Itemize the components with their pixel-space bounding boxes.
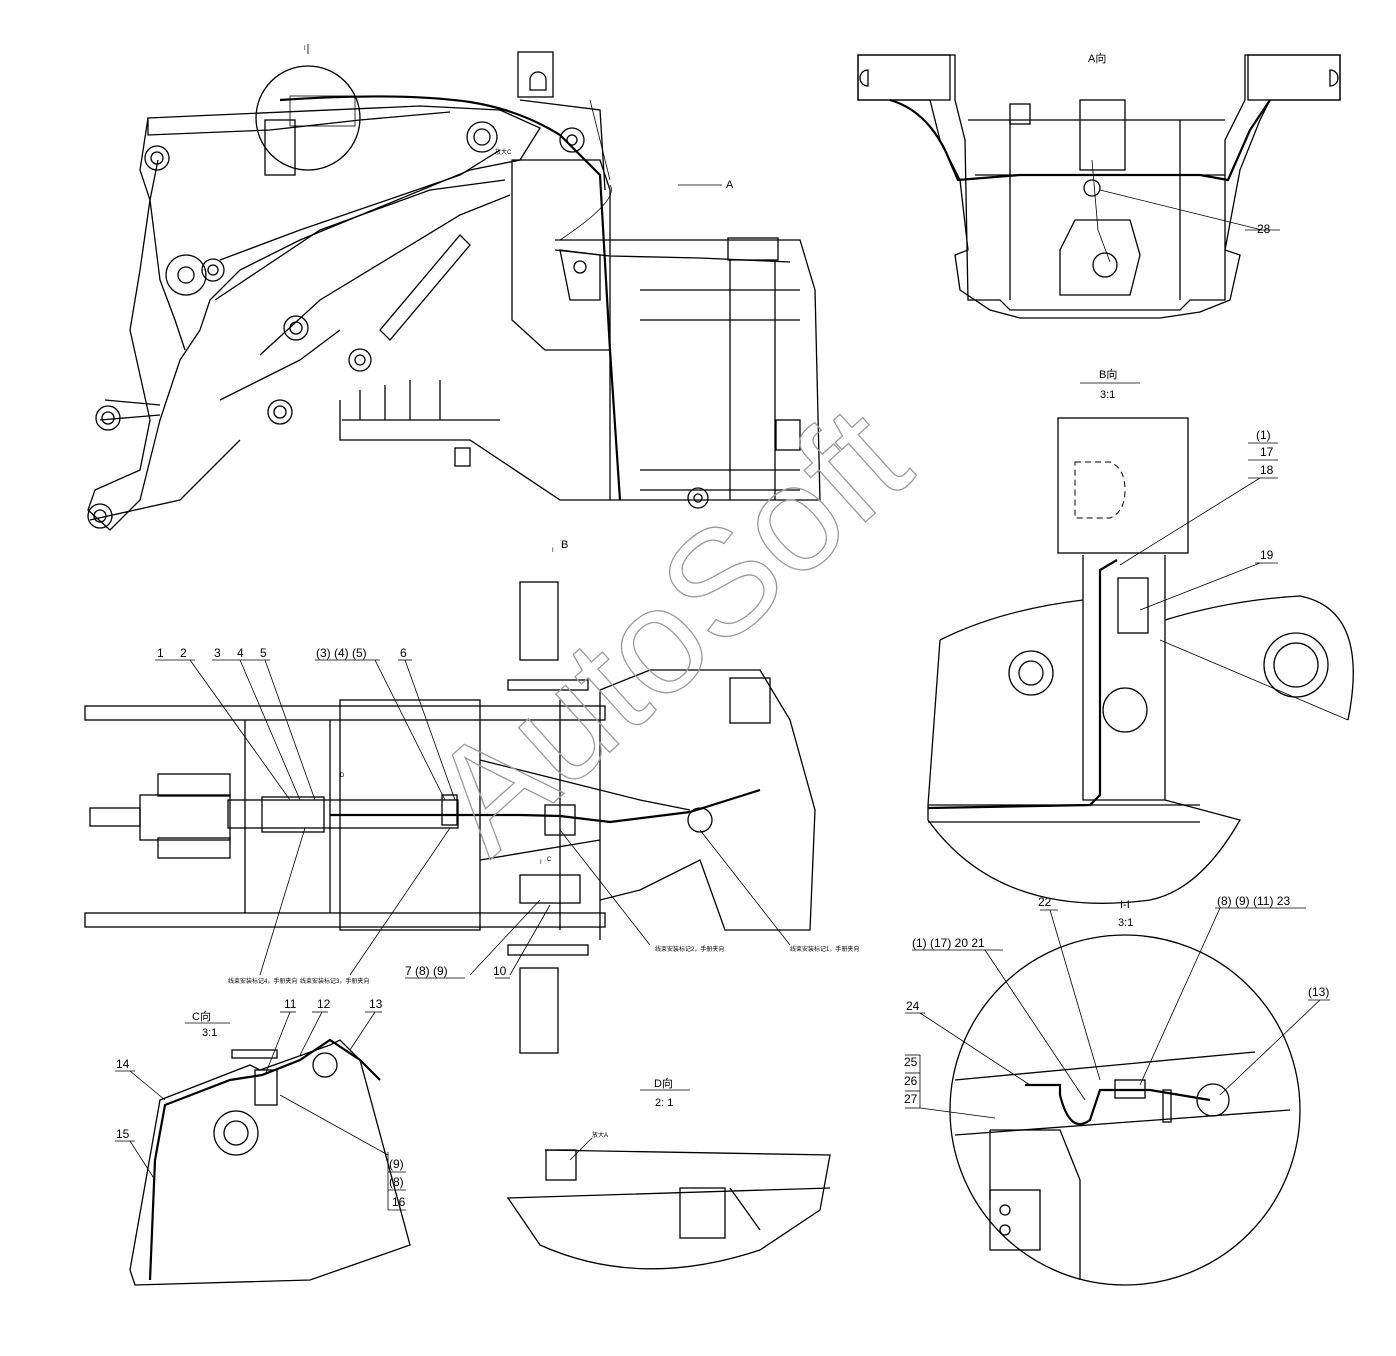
install-note-4: 线束安装标记4，手册夹向 [228, 977, 297, 985]
callout-2: 2 [180, 646, 187, 660]
view-d-scale: 2: 1 [655, 1097, 673, 1109]
callout-8-9-11-23: (8) (9) (11) 23 [1217, 894, 1290, 908]
section-i-i: I-I 3:1 22 (1) (17) 20 21 (8) (9) (11) 2… [904, 894, 1330, 1286]
install-note-1: 线束安装标记1，手册夹向 [790, 945, 859, 953]
view-d-title: D向 [654, 1076, 673, 1090]
callout-18: 18 [1260, 463, 1274, 477]
callout-7-8-9: 7 (8) (9) [405, 964, 448, 978]
callout-25: 25 [904, 1055, 918, 1069]
view-d: D向 2: 1 放大A [506, 1076, 831, 1270]
note-d-view: 放大A [592, 1131, 608, 1139]
callout-15: 15 [116, 1127, 130, 1141]
callout-12: 12 [317, 997, 331, 1011]
view-a-title: A向 [1088, 51, 1106, 65]
marker-i-top: I [304, 46, 306, 52]
callout-10: 10 [493, 964, 507, 978]
view-b-title: B向 [1099, 367, 1117, 381]
marker-c-arrow: C [547, 857, 552, 863]
callout-16: 16 [392, 1195, 406, 1209]
watermark: AutoSoft [399, 374, 939, 884]
callout-24: 24 [906, 999, 920, 1013]
callout-4: 4 [237, 646, 244, 660]
note-c-view: 放大C [495, 148, 512, 156]
plan-view: I B D I C [84, 539, 859, 1054]
install-note-2: 线束安装标记2，手册夹向 [655, 945, 724, 953]
view-a: A向 28 [857, 51, 1341, 319]
main-side-view: 放大C A I [87, 44, 821, 531]
callout-8p: (8) [389, 1175, 404, 1189]
callout-19: 19 [1260, 548, 1274, 562]
view-b: B向 3:1 (1) 17 18 19 [927, 367, 1354, 904]
view-b-scale: 3:1 [1100, 389, 1115, 401]
callout-1p: (1) [1256, 428, 1271, 442]
view-c: C向 3:1 11 12 13 14 15 (9) (8) 16 [115, 997, 411, 1286]
marker-a-arrow: A [726, 179, 734, 191]
callout-1-17-20-21: (1) (17) 20 21 [912, 936, 985, 950]
callout-5: 5 [260, 646, 267, 660]
marker-b-arrow: B [561, 539, 568, 551]
callout-14: 14 [116, 1057, 130, 1071]
callout-6: 6 [400, 646, 407, 660]
view-c-title: C向 [192, 1009, 211, 1023]
marker-i-b: I [552, 548, 554, 554]
callout-1: 1 [157, 646, 164, 660]
section-i-scale: 3:1 [1118, 917, 1133, 929]
callout-13p: (13) [1308, 985, 1329, 999]
callout-345: (3) (4) (5) [316, 646, 367, 660]
callout-22: 22 [1038, 895, 1052, 909]
section-i-title: I-I [1120, 899, 1130, 911]
callout-26: 26 [904, 1074, 918, 1088]
callout-11: 11 [284, 997, 297, 1011]
view-c-scale: 3:1 [202, 1027, 217, 1039]
callout-28: 28 [1257, 222, 1271, 236]
callout-3: 3 [214, 646, 221, 660]
marker-i-c: I [540, 860, 542, 866]
callout-27: 27 [904, 1092, 918, 1106]
callout-13: 13 [369, 997, 383, 1011]
install-note-3: 线束安装标记3，手册夹向 [300, 977, 369, 985]
marker-d: D [340, 773, 345, 779]
callout-17: 17 [1260, 445, 1274, 459]
callout-9p: (9) [389, 1157, 404, 1171]
